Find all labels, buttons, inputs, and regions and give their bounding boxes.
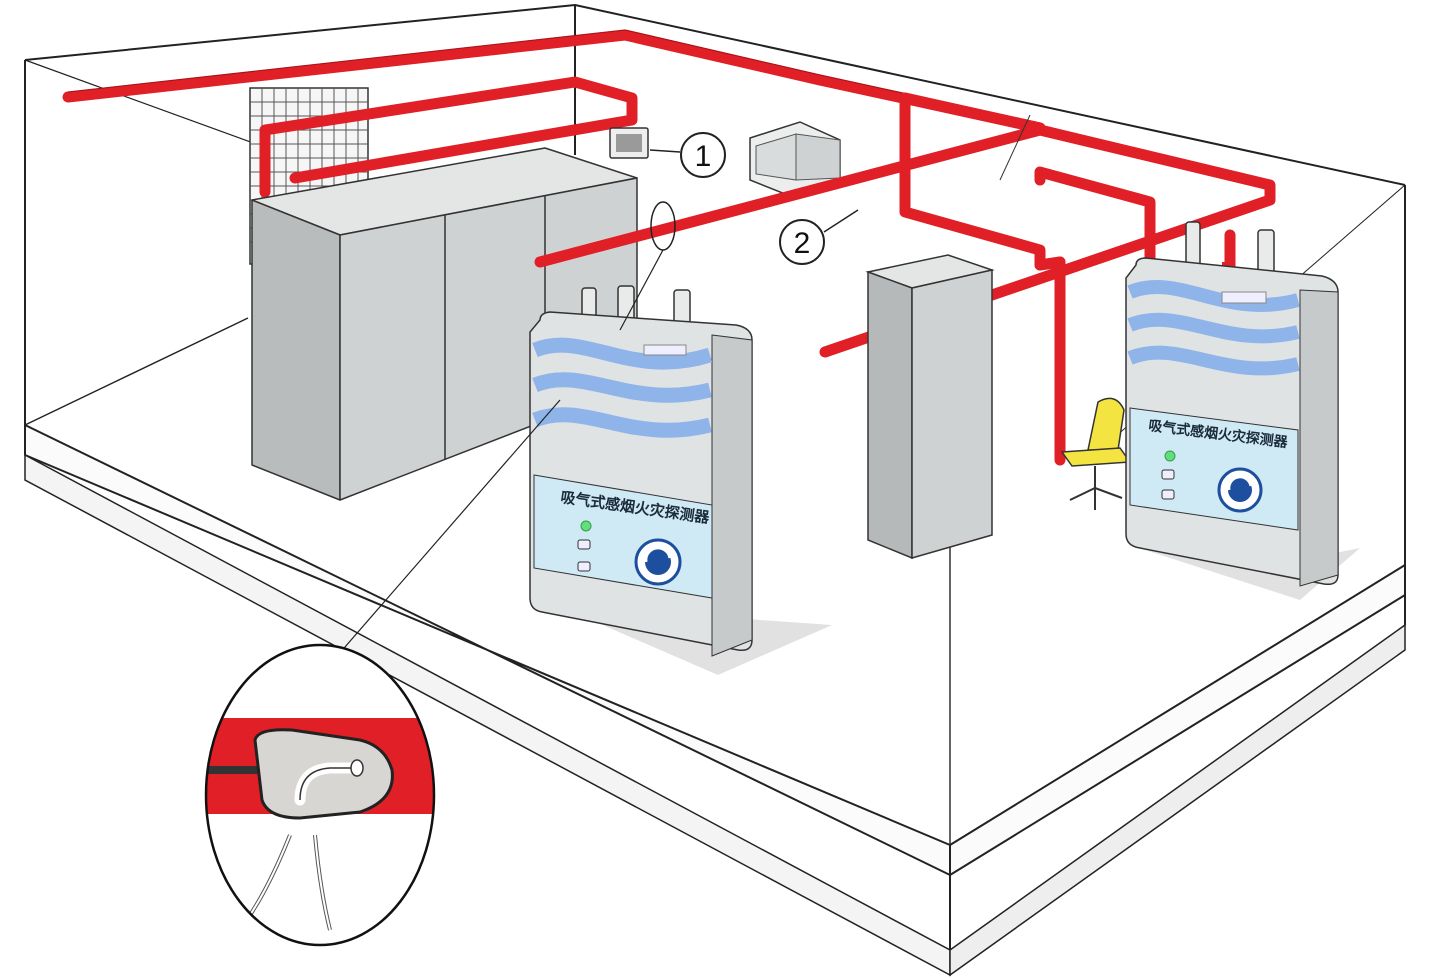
floor-edge-right: [949, 623, 1406, 977]
monitor-icon: [749, 121, 841, 197]
control-button-icon: [577, 561, 591, 572]
sampling-hole-detail: [204, 643, 436, 947]
pillar: [865, 254, 995, 560]
control-button-icon: [1161, 469, 1175, 480]
control-button-icon: [1161, 489, 1175, 500]
detector-right: 吸气式感烟火灾探测器: [1125, 221, 1360, 600]
callout-1: 1: [649, 132, 726, 178]
floor-edge-left: [24, 453, 951, 977]
detector-front-waves: [532, 337, 713, 438]
sampling-pipe-main: [534, 92, 1276, 466]
callout-1-label: 1: [695, 140, 712, 173]
status-led-icon: [1164, 450, 1176, 462]
status-led-icon: [580, 520, 592, 532]
control-button-icon: [577, 539, 591, 550]
office-chair-icon: [1060, 397, 1132, 510]
callout-2: 2: [779, 209, 859, 265]
callout-2-label: 2: [794, 227, 811, 260]
detector-front: 吸气式感烟火灾探测器: [529, 285, 832, 675]
wall-display-icon: [609, 127, 649, 159]
